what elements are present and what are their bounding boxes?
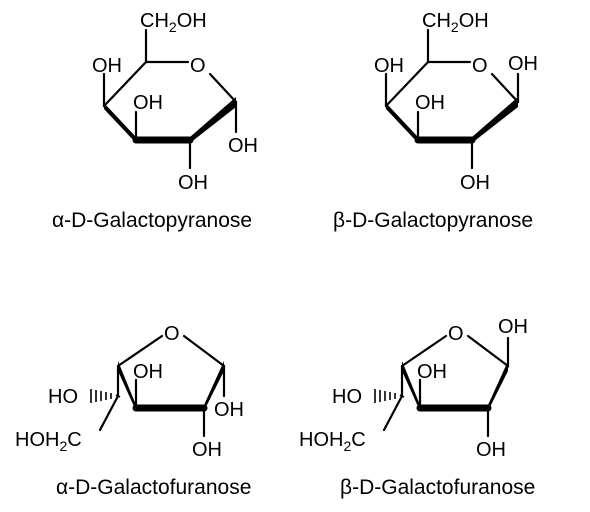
c1-hydroxyl-label: OH [508,53,538,75]
ring-bonds [400,334,510,412]
ring-oxygen-label: O [448,323,464,345]
c2-hydroxyl-label: OH [192,439,222,461]
structure-caption: α-D-Galactopyranose [52,209,252,232]
c1-hydroxyl-label: OH [214,399,244,421]
c2-hydroxyl-label: OH [178,172,208,194]
c3-hydroxyl-label: OH [417,361,447,383]
c1-hydroxyl-label: OH [228,135,258,157]
ch2oh-label: HOH2C [299,429,366,454]
substituent-bonds [90,364,226,438]
ring-bonds [116,334,226,412]
ch2oh-label: CH2OH [422,10,489,35]
c4-hydroxyl-label: OH [92,55,122,77]
alpha-d-galactopyranose: CH2OH OH O OH OH OH α-D-Galactopyranose [52,10,258,232]
ring-bonds [384,60,520,144]
wedge-bond [488,361,508,411]
c4-hydroxyl-label: HO [48,386,78,408]
c3-hydroxyl-label: OH [415,92,445,114]
wedge-bond [402,361,420,411]
wedge-bond [118,361,136,411]
wedge-bond [104,103,136,143]
beta-d-galactopyranose: CH2OH OH O OH OH OH β-D-Galactopyranose [333,10,538,232]
ring-oxygen-label: O [472,55,488,77]
substituent-bonds [374,336,510,438]
c3-hydroxyl-label: OH [133,361,163,383]
c4-hydroxyl-label: HO [332,386,362,408]
c2-hydroxyl-label: OH [460,172,490,194]
ch2oh-label: CH2OH [140,10,207,35]
hashed-bond [90,389,121,403]
structure-caption: α-D-Galactofuranose [56,476,251,499]
alpha-d-galactofuranose: O OH HO OH HOH2C OH α-D-Galactofuranose [15,323,251,499]
ring-oxygen-label: O [190,55,206,77]
c2-hydroxyl-label: OH [476,439,506,461]
ch2oh-label: HOH2C [15,429,82,454]
substituent-bonds [102,28,238,170]
structure-caption: β-D-Galactofuranose [340,476,535,499]
wedge-bond [204,361,224,411]
hashed-bond [374,389,405,403]
wedge-bond [190,97,236,143]
ring-bonds [102,60,238,144]
wedge-bond [472,97,518,143]
c4-hydroxyl-label: OH [374,55,404,77]
c1-hydroxyl-label: OH [498,316,528,338]
substituent-bonds [384,28,520,170]
structure-caption: β-D-Galactopyranose [333,209,533,232]
ring-oxygen-label: O [164,323,180,345]
wedge-bond [386,103,418,143]
beta-d-galactofuranose: OH O OH HO HOH2C OH β-D-Galactofuranose [299,316,535,499]
c3-hydroxyl-label: OH [133,92,163,114]
